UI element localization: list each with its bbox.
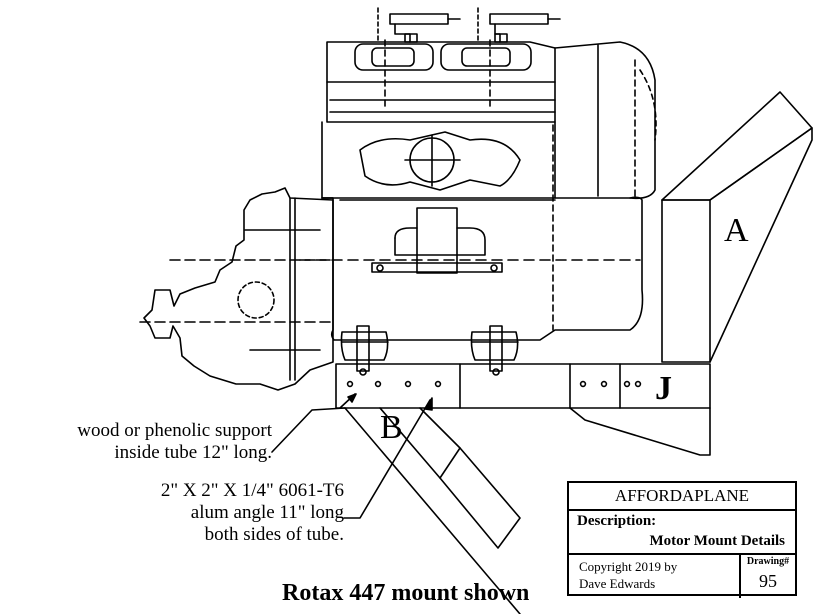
support-tube	[344, 407, 521, 614]
mount-rail	[335, 363, 711, 456]
drawing-caption: Rotax 447 mount shown	[282, 580, 530, 606]
description-row: Description: Motor Mount Details	[569, 511, 795, 555]
description-label: Description:	[577, 513, 657, 529]
rubber-mount-right	[470, 325, 519, 376]
support-callout-line2: inside tube 12" long.	[114, 442, 272, 463]
drawing-number-box: Drawing# 95	[739, 555, 795, 598]
company-name: AFFORDAPLANE	[569, 483, 795, 511]
spark-plug-left	[377, 7, 461, 43]
gearbox	[139, 187, 334, 391]
letter-j: J	[655, 370, 672, 407]
spark-plug-right	[477, 7, 561, 43]
drawing-number-label: Drawing#	[746, 556, 790, 567]
support-callout: wood or phenolic support inside tube 12"…	[10, 420, 272, 464]
firewall-mount	[661, 91, 813, 363]
angle-callout-line1: 2" X 2" X 1/4" 6061-T6	[160, 480, 344, 501]
cylinder-block	[321, 121, 556, 331]
angle-callout: 2" X 2" X 1/4" 6061-T6 alum angle 11" lo…	[20, 480, 344, 546]
support-callout-line1: wood or phenolic support	[77, 420, 272, 441]
description-value: Motor Mount Details	[649, 533, 785, 549]
cylinder-head	[326, 39, 556, 123]
title-block: AFFORDAPLANE Description: Motor Mount De…	[567, 481, 797, 598]
crankcase	[321, 196, 644, 341]
angle-callout-line3: both sides of tube.	[204, 524, 344, 545]
drawing-number: 95	[759, 571, 777, 591]
letter-a: A	[724, 212, 749, 249]
angle-callout-line2: alum angle 11" long	[190, 502, 344, 523]
leader-lines	[271, 393, 433, 519]
fan-shroud	[554, 41, 657, 200]
copyright-text: Copyright 2019 by Dave Edwards	[579, 559, 678, 591]
letter-b: B	[380, 409, 403, 446]
info-row: Copyright 2019 by Dave Edwards Drawing# …	[569, 555, 795, 598]
rubber-mount-left	[340, 325, 389, 376]
